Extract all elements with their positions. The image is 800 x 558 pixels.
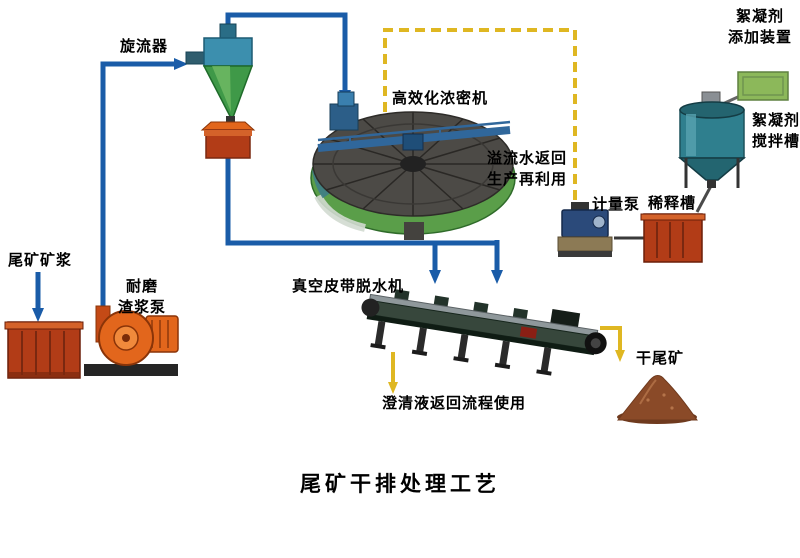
- label-overflow-return: 溢流水返回 生产再利用: [487, 150, 568, 188]
- flocculant-dashed-line: [380, 28, 577, 216]
- label-dry-tailings: 干尾矿: [636, 350, 685, 367]
- thickener-graphic: [310, 91, 516, 240]
- cyclone-graphic: [185, 23, 256, 159]
- dry-tailings-arrow: [600, 326, 625, 362]
- tailings-tank-graphic: [4, 321, 84, 379]
- label-flocculant-doser: 絮凝剂 添加装置: [727, 8, 792, 46]
- pipe-mixer-to-dilution: [695, 183, 714, 213]
- label-tailings-slurry: 尾矿矿浆: [8, 252, 73, 269]
- label-clarified-liquid-return: 澄清液返回流程使用: [382, 395, 527, 412]
- diagram-title: 尾矿干排处理工艺: [300, 473, 500, 496]
- label-thickener: 高效化浓密机: [392, 90, 489, 107]
- label-metering-pump: 计量泵: [592, 196, 641, 213]
- flocculant-mixer-graphic: [677, 91, 747, 188]
- belt-filter-graphic: [361, 289, 607, 376]
- metering-pump-graphic: [557, 202, 613, 257]
- dilution-tank-graphic: [640, 213, 706, 263]
- label-dilution-tank: 稀释槽: [648, 195, 697, 212]
- slurry-pump-graphic: [84, 305, 179, 376]
- flow-line-pump-to-cyclone: [100, 58, 188, 312]
- label-flocculant-mixing-tank: 絮凝剂 搅拌槽: [752, 112, 800, 150]
- label-cyclone: 旋流器: [120, 38, 169, 55]
- label-vacuum-belt-filter: 真空皮带脱水机: [292, 278, 405, 295]
- flocculant-doser-graphic: [737, 71, 789, 101]
- label-slurry-pump: 耐磨 渣浆泵: [117, 278, 166, 316]
- flow-line-cyclone-to-thickener: [225, 12, 351, 104]
- dry-tailings-pile-graphic: [616, 375, 698, 424]
- flow-line-underflow-to-belt: [225, 158, 497, 246]
